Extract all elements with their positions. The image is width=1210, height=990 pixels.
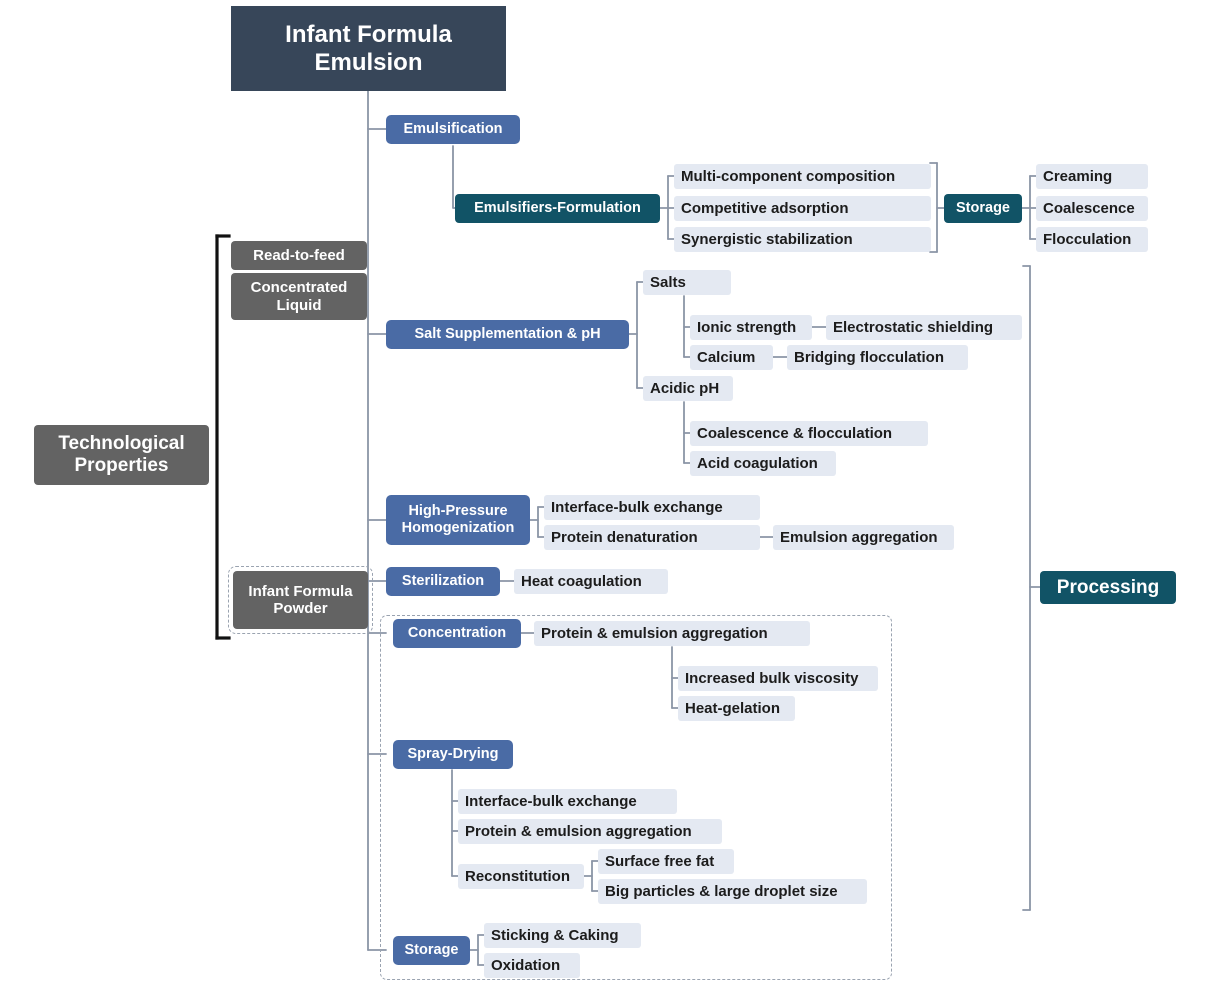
leaf-multi-component-composition[interactable]: Multi-component composition — [674, 164, 931, 189]
leaf-sticking-caking[interactable]: Sticking & Caking — [484, 923, 641, 948]
leaf-label: Bridging flocculation — [794, 348, 944, 366]
leaf-coalescence-flocculation[interactable]: Coalescence & flocculation — [690, 421, 928, 446]
leaf-label: Heat coagulation — [521, 572, 642, 590]
infant-formula-powder-label: Infant Formula Powder — [248, 582, 353, 617]
branch-sterilization[interactable]: Sterilization — [386, 567, 500, 596]
group-processing[interactable]: Processing — [1040, 571, 1176, 604]
product-ready-to-feed[interactable]: Read-to-feed — [231, 241, 367, 270]
leaf-label: Reconstitution — [465, 867, 570, 885]
leaf-synergistic-stabilization[interactable]: Synergistic stabilization — [674, 227, 931, 252]
leaf-heat-gelation[interactable]: Heat-gelation — [678, 696, 795, 721]
leaf-label: Surface free fat — [605, 852, 715, 870]
leaf-label: Protein & emulsion aggregation — [465, 822, 692, 840]
leaf-label: Sticking & Caking — [491, 926, 619, 944]
leaf-heat-coagulation[interactable]: Heat coagulation — [514, 569, 668, 594]
node-emulsifiers-formulation[interactable]: Emulsifiers-Formulation — [455, 194, 660, 223]
infant-formula-powder-dashed-highlight — [228, 566, 373, 634]
leaf-creaming[interactable]: Creaming — [1036, 164, 1148, 189]
leaf-interface-bulk-exchange-hph[interactable]: Interface-bulk exchange — [544, 495, 760, 520]
leaf-label: Creaming — [1043, 167, 1113, 185]
leaf-increased-bulk-viscosity[interactable]: Increased bulk viscosity — [678, 666, 878, 691]
leaf-electrostatic-shielding[interactable]: Electrostatic shielding — [826, 315, 1022, 340]
leaf-flocculation[interactable]: Flocculation — [1036, 227, 1148, 252]
branch-salt-supplementation-ph[interactable]: Salt Supplementation & pH — [386, 320, 629, 349]
group-technological-properties[interactable]: Technological Properties — [34, 425, 209, 485]
leaf-label: Multi-component composition — [681, 167, 896, 185]
leaf-label: Increased bulk viscosity — [685, 669, 859, 687]
leaf-big-particles-large-droplet-size[interactable]: Big particles & large droplet size — [598, 879, 867, 904]
leaf-label: Flocculation — [1043, 230, 1132, 248]
branch-concentration[interactable]: Concentration — [393, 619, 521, 648]
leaf-label: Electrostatic shielding — [833, 318, 994, 336]
technological-properties-label: Technological Properties — [58, 433, 185, 476]
leaf-label: Synergistic stabilization — [681, 230, 853, 248]
leaf-label: Big particles & large droplet size — [605, 882, 838, 900]
leaf-surface-free-fat[interactable]: Surface free fat — [598, 849, 734, 874]
leaf-emulsion-aggregation[interactable]: Emulsion aggregation — [773, 525, 954, 550]
leaf-label: Oxidation — [491, 956, 561, 974]
leaf-acid-coagulation[interactable]: Acid coagulation — [690, 451, 836, 476]
storage-powder-label: Storage — [404, 942, 459, 959]
salts-label: Salts — [650, 273, 686, 291]
storage-label: Storage — [956, 200, 1010, 217]
branch-emulsification[interactable]: Emulsification — [386, 115, 520, 144]
leaf-label: Ionic strength — [697, 318, 797, 336]
leaf-label: Heat-gelation — [685, 699, 781, 717]
salt-supplementation-label: Salt Supplementation & pH — [414, 326, 601, 343]
leaf-reconstitution[interactable]: Reconstitution — [458, 864, 584, 889]
processing-label: Processing — [1056, 576, 1160, 598]
leaf-ionic-strength[interactable]: Ionic strength — [690, 315, 812, 340]
group-salts[interactable]: Salts — [643, 270, 731, 295]
root-label: Infant Formula Emulsion — [285, 20, 452, 76]
group-acidic-ph[interactable]: Acidic pH — [643, 376, 733, 401]
leaf-oxidation[interactable]: Oxidation — [484, 953, 580, 978]
branch-spray-drying[interactable]: Spray-Drying — [393, 740, 513, 769]
concentration-label: Concentration — [407, 625, 507, 642]
emulsifiers-formulation-label: Emulsifiers-Formulation — [474, 200, 641, 217]
node-storage-liquid[interactable]: Storage — [944, 194, 1022, 223]
product-concentrated-liquid[interactable]: Concentrated Liquid — [231, 273, 367, 320]
powder-process-dashed-container — [380, 615, 892, 980]
leaf-label: Protein denaturation — [551, 528, 698, 546]
leaf-coalescence[interactable]: Coalescence — [1036, 196, 1148, 221]
product-infant-formula-powder[interactable]: Infant Formula Powder — [233, 571, 368, 629]
sterilization-label: Sterilization — [401, 573, 485, 590]
high-pressure-homogenization-label: High-Pressure Homogenization — [401, 503, 515, 536]
leaf-competitive-adsorption[interactable]: Competitive adsorption — [674, 196, 931, 221]
leaf-bridging-flocculation[interactable]: Bridging flocculation — [787, 345, 968, 370]
root-node-infant-formula-emulsion[interactable]: Infant Formula Emulsion — [231, 6, 506, 91]
leaf-label: Emulsion aggregation — [780, 528, 938, 546]
branch-storage-powder[interactable]: Storage — [393, 936, 470, 965]
branch-high-pressure-homogenization[interactable]: High-Pressure Homogenization — [386, 495, 530, 545]
leaf-label: Protein & emulsion aggregation — [541, 624, 768, 642]
leaf-label: Coalescence & flocculation — [697, 424, 893, 442]
leaf-calcium[interactable]: Calcium — [690, 345, 773, 370]
leaf-label: Calcium — [697, 348, 756, 366]
leaf-label: Coalescence — [1043, 199, 1135, 217]
leaf-label: Acid coagulation — [697, 454, 818, 472]
concentrated-liquid-label: Concentrated Liquid — [250, 279, 348, 314]
ready-to-feed-label: Read-to-feed — [253, 246, 345, 264]
leaf-interface-bulk-exchange-sd[interactable]: Interface-bulk exchange — [458, 789, 677, 814]
leaf-label: Competitive adsorption — [681, 199, 849, 217]
leaf-protein-denaturation[interactable]: Protein denaturation — [544, 525, 760, 550]
emulsification-label: Emulsification — [403, 121, 503, 138]
leaf-label: Interface-bulk exchange — [551, 498, 723, 516]
acidic-ph-label: Acidic pH — [650, 379, 720, 397]
leaf-protein-emulsion-aggregation-sd[interactable]: Protein & emulsion aggregation — [458, 819, 722, 844]
leaf-label: Interface-bulk exchange — [465, 792, 637, 810]
leaf-protein-emulsion-aggregation-conc[interactable]: Protein & emulsion aggregation — [534, 621, 810, 646]
spray-drying-label: Spray-Drying — [407, 746, 499, 763]
